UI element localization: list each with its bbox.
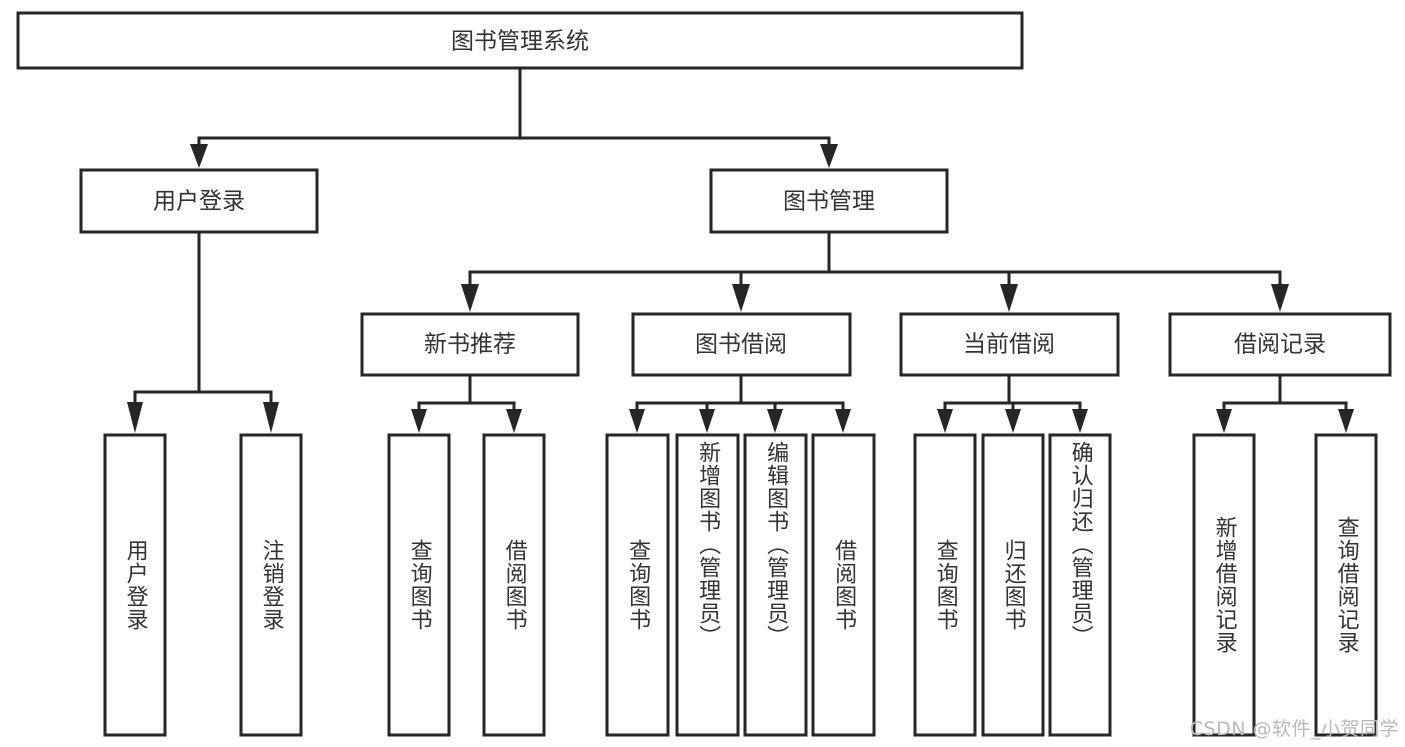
node-leaf-query-book-3-box[interactable]	[913, 433, 977, 737]
node-book-borrow-label: 图书借阅	[695, 332, 787, 358]
node-leaf-add-borrow-record-box[interactable]	[1192, 433, 1256, 737]
connector-group-new-book-recommend-to-leaves	[411, 373, 522, 433]
node-root-label: 图书管理系统	[451, 29, 589, 55]
node-leaf-add-book-admin-box[interactable]	[675, 433, 740, 737]
node-leaf-return-book-box[interactable]	[981, 433, 1045, 737]
node-borrow-record-box[interactable]	[1168, 312, 1392, 377]
node-borrow-record-label: 借阅记录	[1234, 332, 1326, 358]
node-new-book-recommend-box[interactable]	[360, 312, 580, 377]
arrow-head-leaf-add-book-admin	[699, 409, 715, 433]
node-leaf-borrow-book-2-box[interactable]	[811, 433, 876, 737]
node-current-borrow-box[interactable]	[899, 312, 1120, 377]
node-root[interactable]: 图书管理系统	[16, 11, 1024, 70]
node-book-management[interactable]: 图书管理	[709, 168, 949, 234]
connector-group-book-management-to-level3	[461, 230, 1289, 312]
arrow-head-book-borrow	[732, 284, 750, 312]
arrow-head-leaf-query-book-2	[629, 409, 645, 433]
node-book-management-box[interactable]	[709, 168, 949, 234]
node-leaf-query-book-1-box[interactable]	[387, 433, 451, 737]
arrow-head-user-login	[190, 144, 208, 168]
arrow-head-leaf-query-borrow-record	[1338, 409, 1354, 433]
arrow-head-borrow-record	[1271, 284, 1289, 312]
node-leaf-logout-login-box[interactable]	[239, 433, 303, 737]
connector-group-book-borrow-to-leaves	[629, 373, 851, 433]
node-current-borrow[interactable]: 当前借阅	[899, 312, 1120, 377]
node-new-book-recommend[interactable]: 新书推荐	[360, 312, 580, 377]
node-leaf-borrow-book-1-box[interactable]	[482, 433, 546, 737]
node-book-borrow-box[interactable]	[631, 312, 852, 377]
node-leaf-query-book-2-box[interactable]	[605, 433, 670, 737]
node-book-borrow[interactable]: 图书借阅	[631, 312, 852, 377]
node-borrow-record[interactable]: 借阅记录	[1168, 312, 1392, 377]
node-leaf-query-borrow-record-box[interactable]	[1314, 433, 1378, 737]
arrow-head-current-borrow	[1000, 284, 1018, 312]
arrow-head-leaf-query-book-3	[937, 409, 953, 433]
arrow-head-leaf-user-login	[127, 402, 143, 433]
node-user-login-label: 用户登录	[153, 189, 245, 215]
arrow-head-leaf-borrow-book-2	[835, 409, 851, 433]
arrow-head-leaf-edit-book-admin	[767, 409, 783, 433]
arrow-head-leaf-add-borrow-record	[1216, 409, 1232, 433]
node-leaf-confirm-return-admin-box[interactable]	[1048, 433, 1112, 737]
connector-group-user-login-to-leaves	[127, 230, 279, 433]
arrow-head-new-book-recommend	[461, 284, 479, 312]
connector-group-current-borrow-to-leaves	[937, 373, 1088, 433]
arrow-head-leaf-query-book-1	[411, 409, 427, 433]
arrow-head-leaf-confirm-return-admin	[1072, 409, 1088, 433]
csdn-watermark: CSDN @软件_小贺同学	[1189, 718, 1399, 740]
arrow-head-leaf-borrow-book-1	[506, 409, 522, 433]
arrow-head-leaf-return-book	[1005, 409, 1021, 433]
node-book-management-label: 图书管理	[783, 189, 875, 215]
connector-group-root-to-level2	[190, 66, 838, 168]
node-leaf-user-login-box[interactable]	[103, 433, 167, 737]
node-new-book-recommend-label: 新书推荐	[424, 332, 516, 358]
arrow-head-book-management	[820, 144, 838, 168]
leaf-boxes	[103, 433, 1378, 737]
node-root-box[interactable]	[16, 11, 1024, 70]
arrow-head-leaf-logout-login	[263, 402, 279, 433]
connector-group-borrow-record-to-leaves	[1216, 373, 1354, 433]
node-user-login-box[interactable]	[79, 168, 319, 234]
node-current-borrow-label: 当前借阅	[963, 332, 1055, 358]
node-user-login[interactable]: 用户登录	[79, 168, 319, 234]
node-leaf-edit-book-admin-box[interactable]	[743, 433, 808, 737]
